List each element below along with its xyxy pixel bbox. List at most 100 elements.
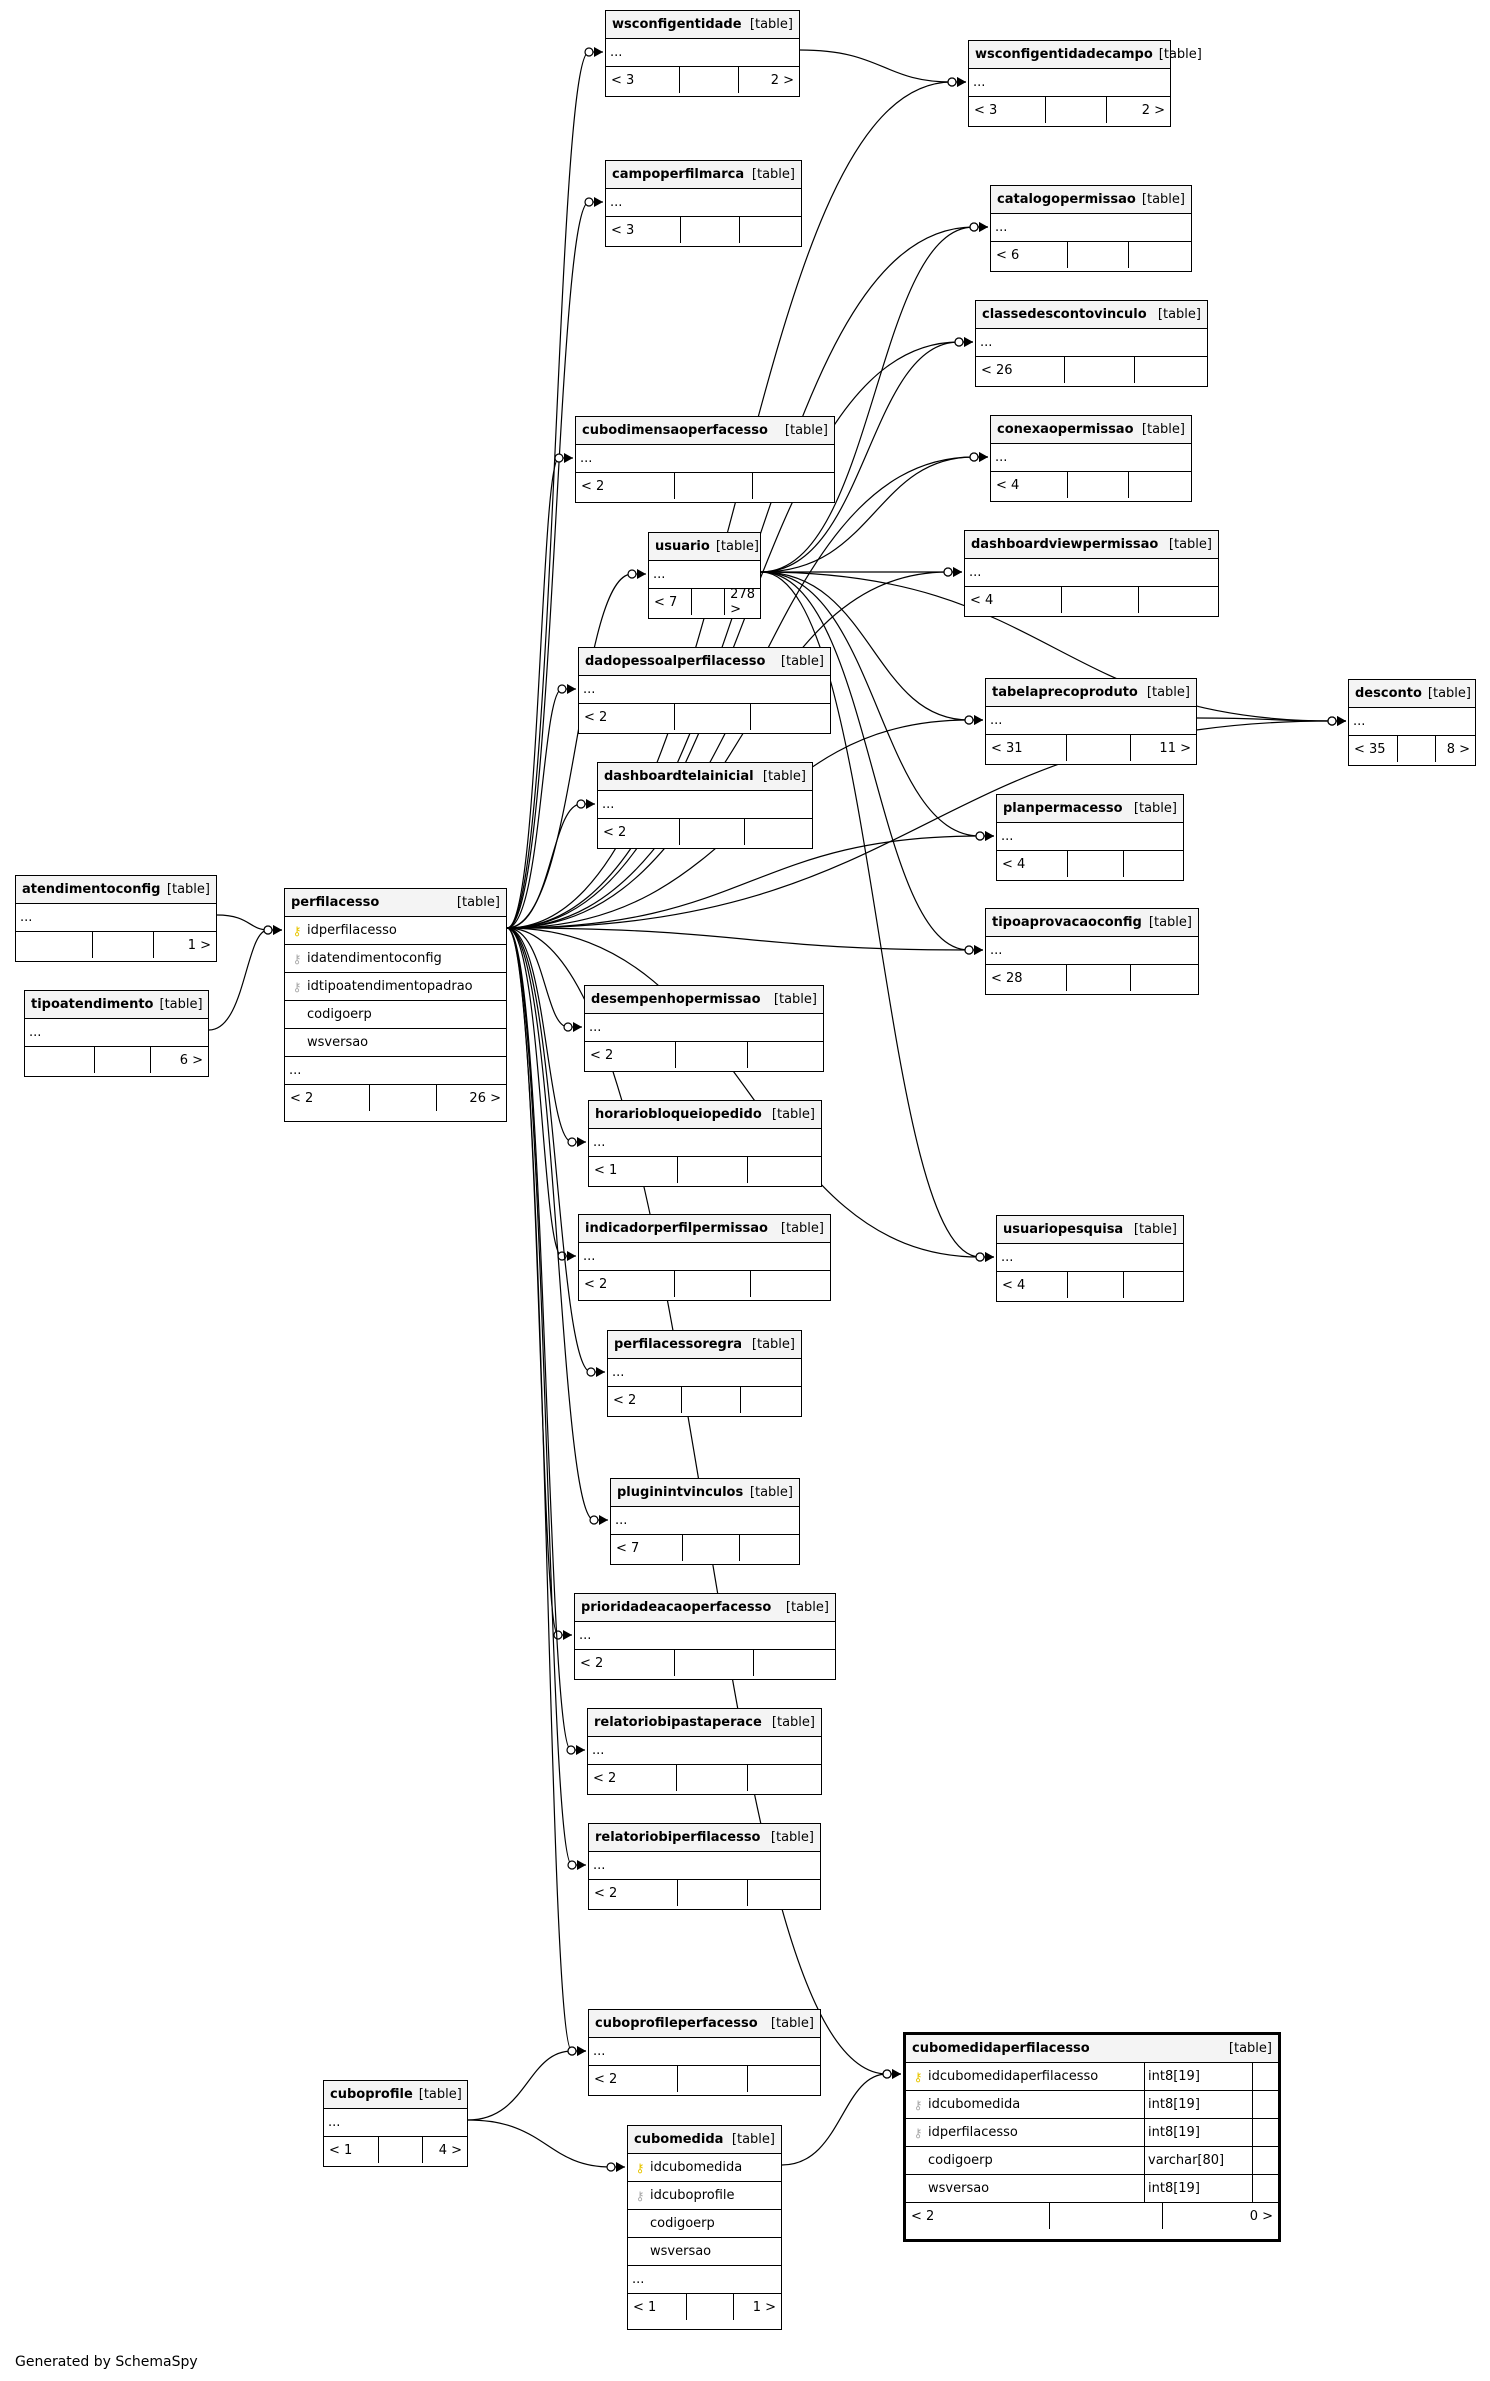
table-name[interactable]: horariobloqueiopedido [595, 1107, 762, 1122]
table-dashboardtelainicial[interactable]: dashboardtelainicial[table]...< 2 [597, 762, 813, 849]
parents-count[interactable]: < 6 [991, 242, 1068, 268]
children-count[interactable]: 278 > [730, 587, 755, 617]
table-cuboprofileperfacesso[interactable]: cuboprofileperfacesso[table]...< 2 [588, 2009, 821, 2096]
table-atendimentoconfig[interactable]: atendimentoconfig[table]...1 > [15, 875, 217, 962]
table-header[interactable]: planpermacesso[table] [997, 795, 1183, 823]
table-header[interactable]: relatoriobiperfilacesso[table] [589, 1824, 820, 1852]
table-header[interactable]: perfilacesso[table] [285, 889, 506, 917]
column-row[interactable]: ... [324, 2109, 467, 2137]
parents-count[interactable]: < 2 [585, 1042, 676, 1068]
column-row[interactable]: ... [579, 1243, 830, 1271]
table-header[interactable]: pluginintvinculos[table] [611, 1479, 799, 1507]
table-name[interactable]: campoperfilmarca [612, 167, 745, 182]
children-count[interactable]: 6 > [179, 1052, 203, 1068]
parents-count[interactable]: < 4 [997, 851, 1068, 877]
children-count[interactable]: 2 > [1141, 102, 1165, 118]
column-row[interactable]: ⚷idatendimentoconfig [285, 945, 506, 973]
table-header[interactable]: dashboardtelainicial[table] [598, 763, 812, 791]
parents-count[interactable]: < 31 [986, 735, 1067, 761]
column-row[interactable]: ... [997, 1244, 1183, 1272]
parents-count[interactable]: < 26 [976, 357, 1065, 383]
children-count[interactable]: 26 > [469, 1090, 501, 1106]
column-row[interactable]: ... [611, 1507, 799, 1535]
parents-count[interactable]: < 3 [606, 67, 680, 93]
table-name[interactable]: desconto [1355, 686, 1422, 701]
children-count[interactable]: 1 > [752, 2299, 776, 2315]
parents-count[interactable]: < 3 [606, 217, 681, 243]
table-header[interactable]: usuario[table] [649, 533, 760, 561]
table-header[interactable]: tipoatendimento[table] [25, 991, 208, 1019]
table-perfilacessoregra[interactable]: perfilacessoregra[table]...< 2 [607, 1330, 802, 1417]
table-header[interactable]: dashboardviewpermissao[table] [965, 531, 1218, 559]
column-row[interactable]: ... [285, 1057, 506, 1085]
table-name[interactable]: perfilacesso [291, 895, 380, 910]
table-tipoatendimento[interactable]: tipoatendimento[table]...6 > [24, 990, 209, 1077]
column-row[interactable]: ... [969, 69, 1170, 97]
children-count[interactable]: 8 > [1446, 741, 1470, 757]
parents-count[interactable]: < 2 [588, 1765, 677, 1791]
parents-count[interactable]: < 4 [997, 1272, 1068, 1298]
parents-count[interactable]: < 2 [598, 819, 680, 845]
table-name[interactable]: usuario [655, 539, 710, 554]
parents-count[interactable]: < 7 [649, 589, 692, 615]
table-cubodimensaoperfacesso[interactable]: cubodimensaoperfacesso[table]...< 2 [575, 416, 835, 503]
table-usuariopesquisa[interactable]: usuariopesquisa[table]...< 4 [996, 1215, 1184, 1302]
parents-count[interactable]: < 4 [991, 472, 1068, 498]
column-row[interactable]: wsversao [628, 2238, 781, 2266]
parents-count[interactable]: < 2 [589, 1880, 678, 1906]
column-row[interactable]: ⚷idperfilacesso [285, 917, 506, 945]
column-row[interactable]: ... [589, 1852, 820, 1880]
table-header[interactable]: classedescontovinculo[table] [976, 301, 1207, 329]
column-row[interactable]: ... [1349, 708, 1475, 736]
table-name[interactable]: classedescontovinculo [982, 307, 1147, 322]
column-row[interactable]: ... [585, 1014, 823, 1042]
table-planpermacesso[interactable]: planpermacesso[table]...< 4 [996, 794, 1184, 881]
table-name[interactable]: relatoriobipastaperace [594, 1715, 762, 1730]
table-dashboardviewpermissao[interactable]: dashboardviewpermissao[table]...< 4 [964, 530, 1219, 617]
parents-count[interactable]: < 2 [589, 2066, 678, 2092]
column-row[interactable]: ... [608, 1359, 801, 1387]
table-header[interactable]: horariobloqueiopedido[table] [589, 1101, 821, 1129]
table-name[interactable]: perfilacessoregra [614, 1337, 743, 1352]
table-cubomedida[interactable]: cubomedida[table]⚷idcubomedida⚷idcubopro… [627, 2125, 782, 2330]
table-header[interactable]: tipoaprovacaoconfig[table] [986, 909, 1198, 937]
table-desempenhopermissao[interactable]: desempenhopermissao[table]...< 2 [584, 985, 824, 1072]
column-row[interactable]: ... [16, 904, 216, 932]
column-row[interactable]: codigoerp [285, 1001, 506, 1029]
table-name[interactable]: cubomedidaperfilacesso [912, 2041, 1090, 2056]
table-name[interactable]: usuariopesquisa [1003, 1222, 1124, 1237]
table-name[interactable]: conexaopermissao [997, 422, 1134, 437]
table-relatoriobipastaperace[interactable]: relatoriobipastaperace[table]...< 2 [587, 1708, 822, 1795]
table-pluginintvinculos[interactable]: pluginintvinculos[table]...< 7 [610, 1478, 800, 1565]
table-classedescontovinculo[interactable]: classedescontovinculo[table]...< 26 [975, 300, 1208, 387]
table-relatoriobiperfilacesso[interactable]: relatoriobiperfilacesso[table]...< 2 [588, 1823, 821, 1910]
table-header[interactable]: indicadorperfilpermissao[table] [579, 1215, 830, 1243]
column-row[interactable]: wsversao [285, 1029, 506, 1057]
table-name[interactable]: desempenhopermissao [591, 992, 761, 1007]
table-name[interactable]: atendimentoconfig [22, 882, 161, 897]
table-header[interactable]: cuboprofileperfacesso[table] [589, 2010, 820, 2038]
column-row[interactable]: ... [579, 676, 830, 704]
table-name[interactable]: cubodimensaoperfacesso [582, 423, 768, 438]
children-count[interactable]: 2 > [770, 72, 794, 88]
table-header[interactable]: tabelaprecoproduto[table] [986, 679, 1196, 707]
table-header[interactable]: atendimentoconfig[table] [16, 876, 216, 904]
table-name[interactable]: wsconfigentidade [612, 17, 742, 32]
table-header[interactable]: cubodimensaoperfacesso[table] [576, 417, 834, 445]
children-count[interactable]: 11 > [1159, 740, 1191, 756]
column-row[interactable]: ⚷idtipoatendimentopadrao [285, 973, 506, 1001]
column-row[interactable]: ... [598, 791, 812, 819]
table-header[interactable]: wsconfigentidadecampo[table] [969, 41, 1202, 69]
parents-count[interactable]: < 1 [628, 2294, 687, 2320]
parents-count[interactable]: < 35 [1349, 736, 1398, 762]
column-row[interactable]: ... [589, 2038, 820, 2066]
column-row[interactable]: ... [991, 214, 1191, 242]
